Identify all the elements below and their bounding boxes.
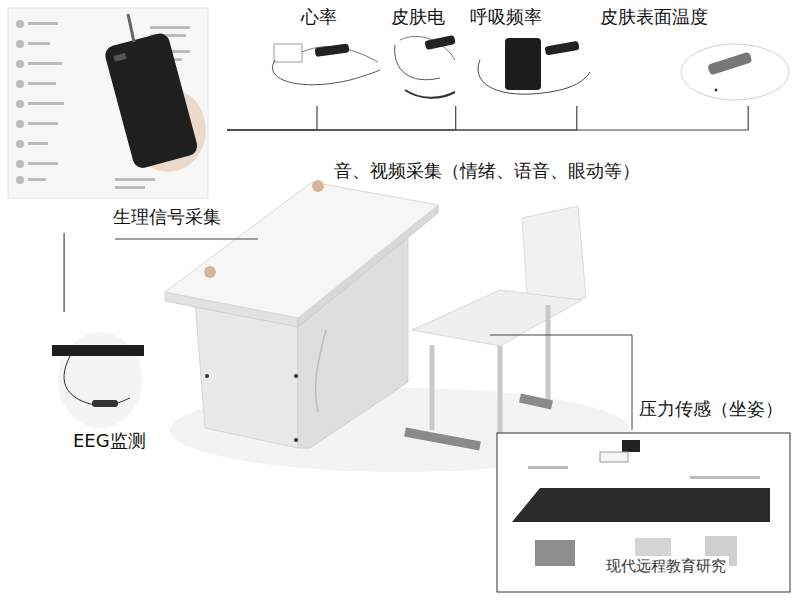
annotation-label: 音、视频采集（情绪、语音、眼动等） [334,160,640,183]
node-label: EEG监测 [73,430,169,453]
node-label: 皮肤表面温度 [600,6,797,29]
device-panel: 生理信号采集 [8,8,227,233]
node-label: 生理信号采集 [113,206,227,229]
connector-line [227,106,317,130]
connector-line [63,233,64,312]
connector-line [227,106,748,130]
node-label: 压力传感（坐姿） [639,398,796,421]
sensor-heading: 皮肤表面温度 [598,6,797,106]
node-label: 心率 [301,6,379,29]
eeg-headband: EEG监测 [35,312,169,457]
sensor-heading: 皮肤电 [385,6,461,106]
node-label: 呼吸频率 [470,6,591,29]
node-label: 皮肤电 [391,6,461,29]
connector-line [227,106,456,130]
sensor-heading: 呼吸频率 [462,6,591,106]
sensor-heading: 心率 [255,6,379,106]
connector-line [227,106,577,130]
watermark: 现代远程教育研究 [603,556,729,577]
